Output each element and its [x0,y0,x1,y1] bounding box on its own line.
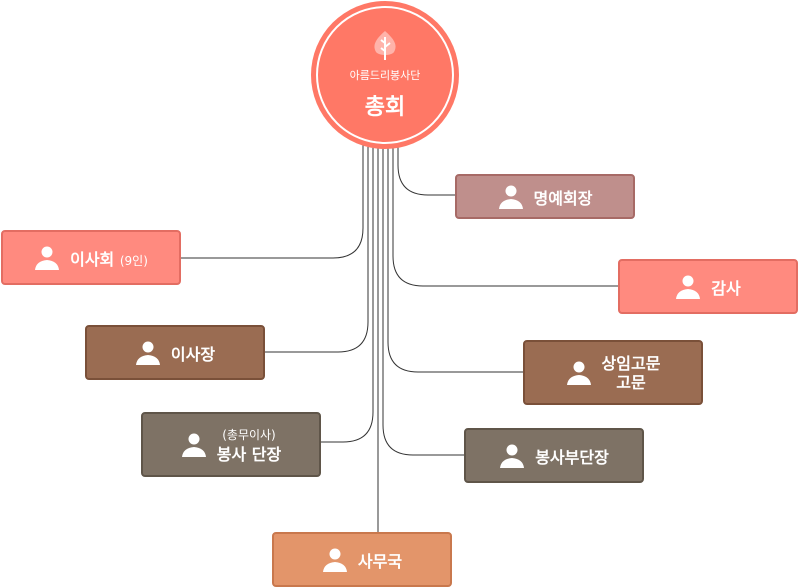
person-icon [135,341,160,365]
node-label: 상임고문 [601,353,661,373]
org-name: 아름드리봉사단 [349,69,421,82]
node-label: 이사장 [170,344,216,364]
node-label: 봉사부단장 [535,447,609,467]
general-assembly-node[interactable]: 아름드리봉사단 총회 [311,1,459,149]
person-icon [498,185,523,209]
person-icon [566,361,591,385]
line-leader [320,145,374,443]
node-office[interactable]: 사무국 [272,532,452,587]
node-label-2: 고문 [616,372,646,392]
tree-leaf-icon [374,31,396,60]
node-leader[interactable]: (총무이사) 봉사 단장 [141,412,321,477]
node-label: 봉사 단장 [216,444,282,464]
person-icon [322,548,347,572]
node-board[interactable]: 이사회 (9인) [1,230,181,285]
node-pre: (총무이사) [222,427,276,442]
node-label: 감사 [711,278,741,298]
node-honorary[interactable]: 명예회장 [455,174,635,219]
node-label: 사무국 [357,551,403,571]
line-board [180,145,364,259]
node-sub: (9인) [119,253,148,268]
root-title: 총회 [364,95,406,120]
person-icon [35,246,60,270]
line-advisor [387,145,523,373]
person-icon [500,444,525,468]
node-chairman[interactable]: 이사장 [85,325,265,380]
person-icon [181,433,206,457]
line-honorary [397,145,455,196]
node-label: 이사회 [70,249,115,269]
line-vice [382,145,464,456]
node-audit[interactable]: 감사 [618,259,798,314]
line-audit [392,145,618,287]
person-icon [676,275,701,299]
node-label: 명예회장 [533,188,593,208]
line-chairman [264,145,369,353]
node-vice-leader[interactable]: 봉사부단장 [464,428,644,483]
